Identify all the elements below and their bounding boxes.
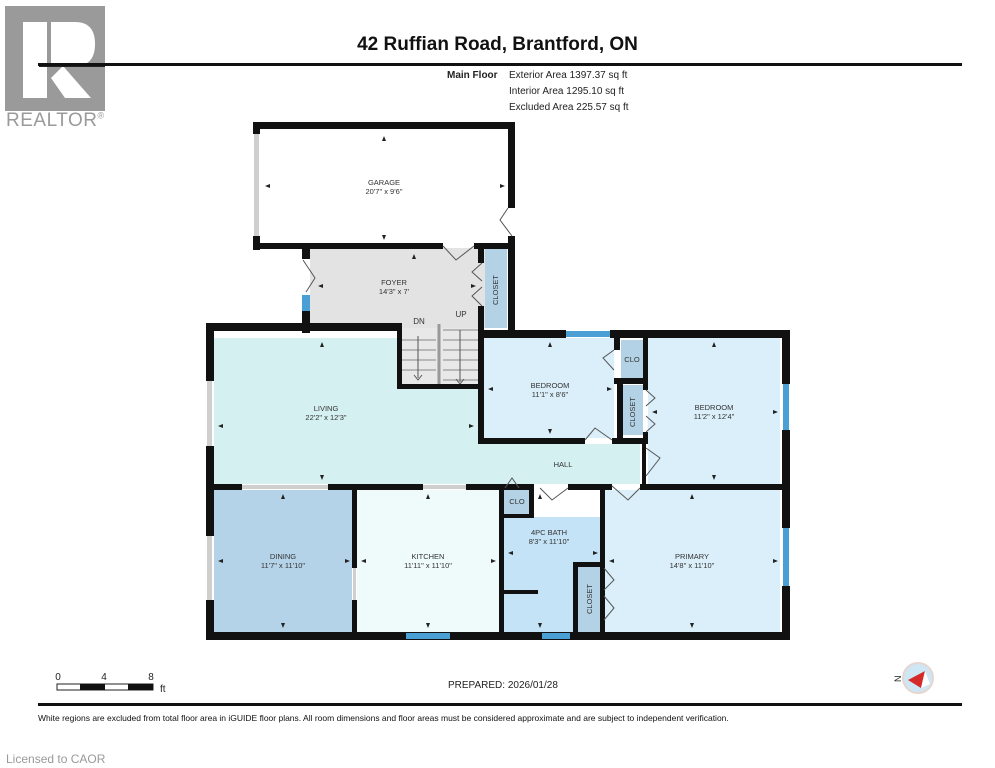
scale-tick-0: 0: [55, 672, 61, 683]
kitchen-dims: 11'11" x 11'10": [404, 561, 452, 570]
window: [302, 295, 310, 311]
footer-divider: [38, 703, 962, 706]
bedroom-2-dims: 11'2" x 12'4": [694, 412, 735, 421]
room-clo-1: [621, 340, 643, 378]
room-labels: GARAGE 20'7" x 9'6" FOYER 14'3" x 7' CLO…: [261, 178, 735, 614]
bedroom-2-closet-name: CLOSET: [628, 397, 637, 427]
scale-tick-8: 8: [148, 672, 154, 683]
interior-area: Interior Area 1295.10 sq ft: [509, 86, 625, 97]
garage-name: GARAGE: [368, 178, 400, 187]
bath-dims: 8'3" x 11'10": [529, 537, 570, 546]
foyer-dims: 14'3" x 7': [379, 287, 410, 296]
room-primary-closet: [578, 566, 600, 632]
window: [783, 528, 789, 586]
bedroom-1-dims: 11'1" x 8'6": [532, 390, 569, 399]
hall-name: HALL: [554, 460, 573, 469]
room-fills: [214, 128, 780, 632]
bath-name: 4PC BATH: [531, 528, 567, 537]
foyer-closet-name: CLOSET: [491, 275, 500, 305]
garage-dims: 20'7" x 9'6": [366, 187, 403, 196]
stairs-down-label: DN: [413, 317, 425, 326]
window: [542, 633, 570, 639]
dining-name: DINING: [270, 552, 296, 561]
room-primary: [605, 490, 780, 632]
room-clo-2: [504, 490, 532, 514]
compass-north-label: N: [893, 676, 903, 683]
scale-bar: 0 4 8 ft: [55, 672, 166, 695]
stairs-up-label: UP: [455, 310, 466, 319]
room-living-hall: [214, 338, 640, 484]
bedroom-2-name: BEDROOM: [695, 403, 734, 412]
room-kitchen: [357, 490, 499, 632]
compass-icon: N: [893, 662, 934, 694]
openings: [207, 134, 466, 600]
living-dims: 22'2" x 12'3": [305, 413, 346, 422]
room-bedroom-2-closet: [623, 385, 643, 435]
dimension-markers: [218, 136, 778, 628]
primary-dims: 14'8" x 11'10": [670, 561, 715, 570]
scale-tick-4: 4: [101, 672, 107, 683]
prepared-date: PREPARED: 2026/01/28: [448, 680, 558, 691]
living-name: LIVING: [314, 404, 339, 413]
room-foyer: [310, 248, 485, 328]
kitchen-name: KITCHEN: [412, 552, 445, 561]
doors: [302, 207, 661, 621]
window: [783, 384, 789, 430]
foyer-name: FOYER: [381, 278, 407, 287]
bedroom-1-name: BEDROOM: [531, 381, 570, 390]
clo-2-name: CLO: [509, 497, 525, 506]
window: [566, 331, 610, 337]
windows: [302, 295, 789, 639]
clo-1-name: CLO: [624, 355, 640, 364]
exterior-area: Exterior Area 1397.37 sq ft: [509, 70, 628, 81]
license-text: Licensed to CAOR: [6, 752, 106, 766]
header-divider: [38, 63, 962, 66]
window: [406, 633, 450, 639]
excluded-area: Excluded Area 225.57 sq ft: [509, 102, 629, 113]
realtor-logo: [5, 6, 105, 111]
room-garage: [260, 128, 510, 243]
dining-dims: 11'7" x 11'10": [261, 561, 306, 570]
realtor-wordmark: REALTOR®: [6, 110, 105, 132]
primary-name: PRIMARY: [675, 552, 709, 561]
primary-closet-name: CLOSET: [585, 584, 594, 614]
scale-unit: ft: [160, 684, 166, 695]
page-title: 42 Ruffian Road, Brantford, ON: [357, 34, 638, 55]
floor-label: Main Floor: [447, 70, 498, 81]
realtor-r-icon: [23, 22, 105, 98]
room-bedroom-1: [484, 338, 614, 438]
room-dining: [214, 490, 352, 632]
room-bedroom-2: [648, 338, 780, 484]
disclaimer-text: White regions are excluded from total fl…: [38, 713, 729, 723]
stairs: [401, 324, 478, 388]
realtor-text: REALTOR: [6, 110, 98, 131]
registered-mark: ®: [97, 110, 105, 121]
room-foyer-closet: [485, 248, 507, 328]
